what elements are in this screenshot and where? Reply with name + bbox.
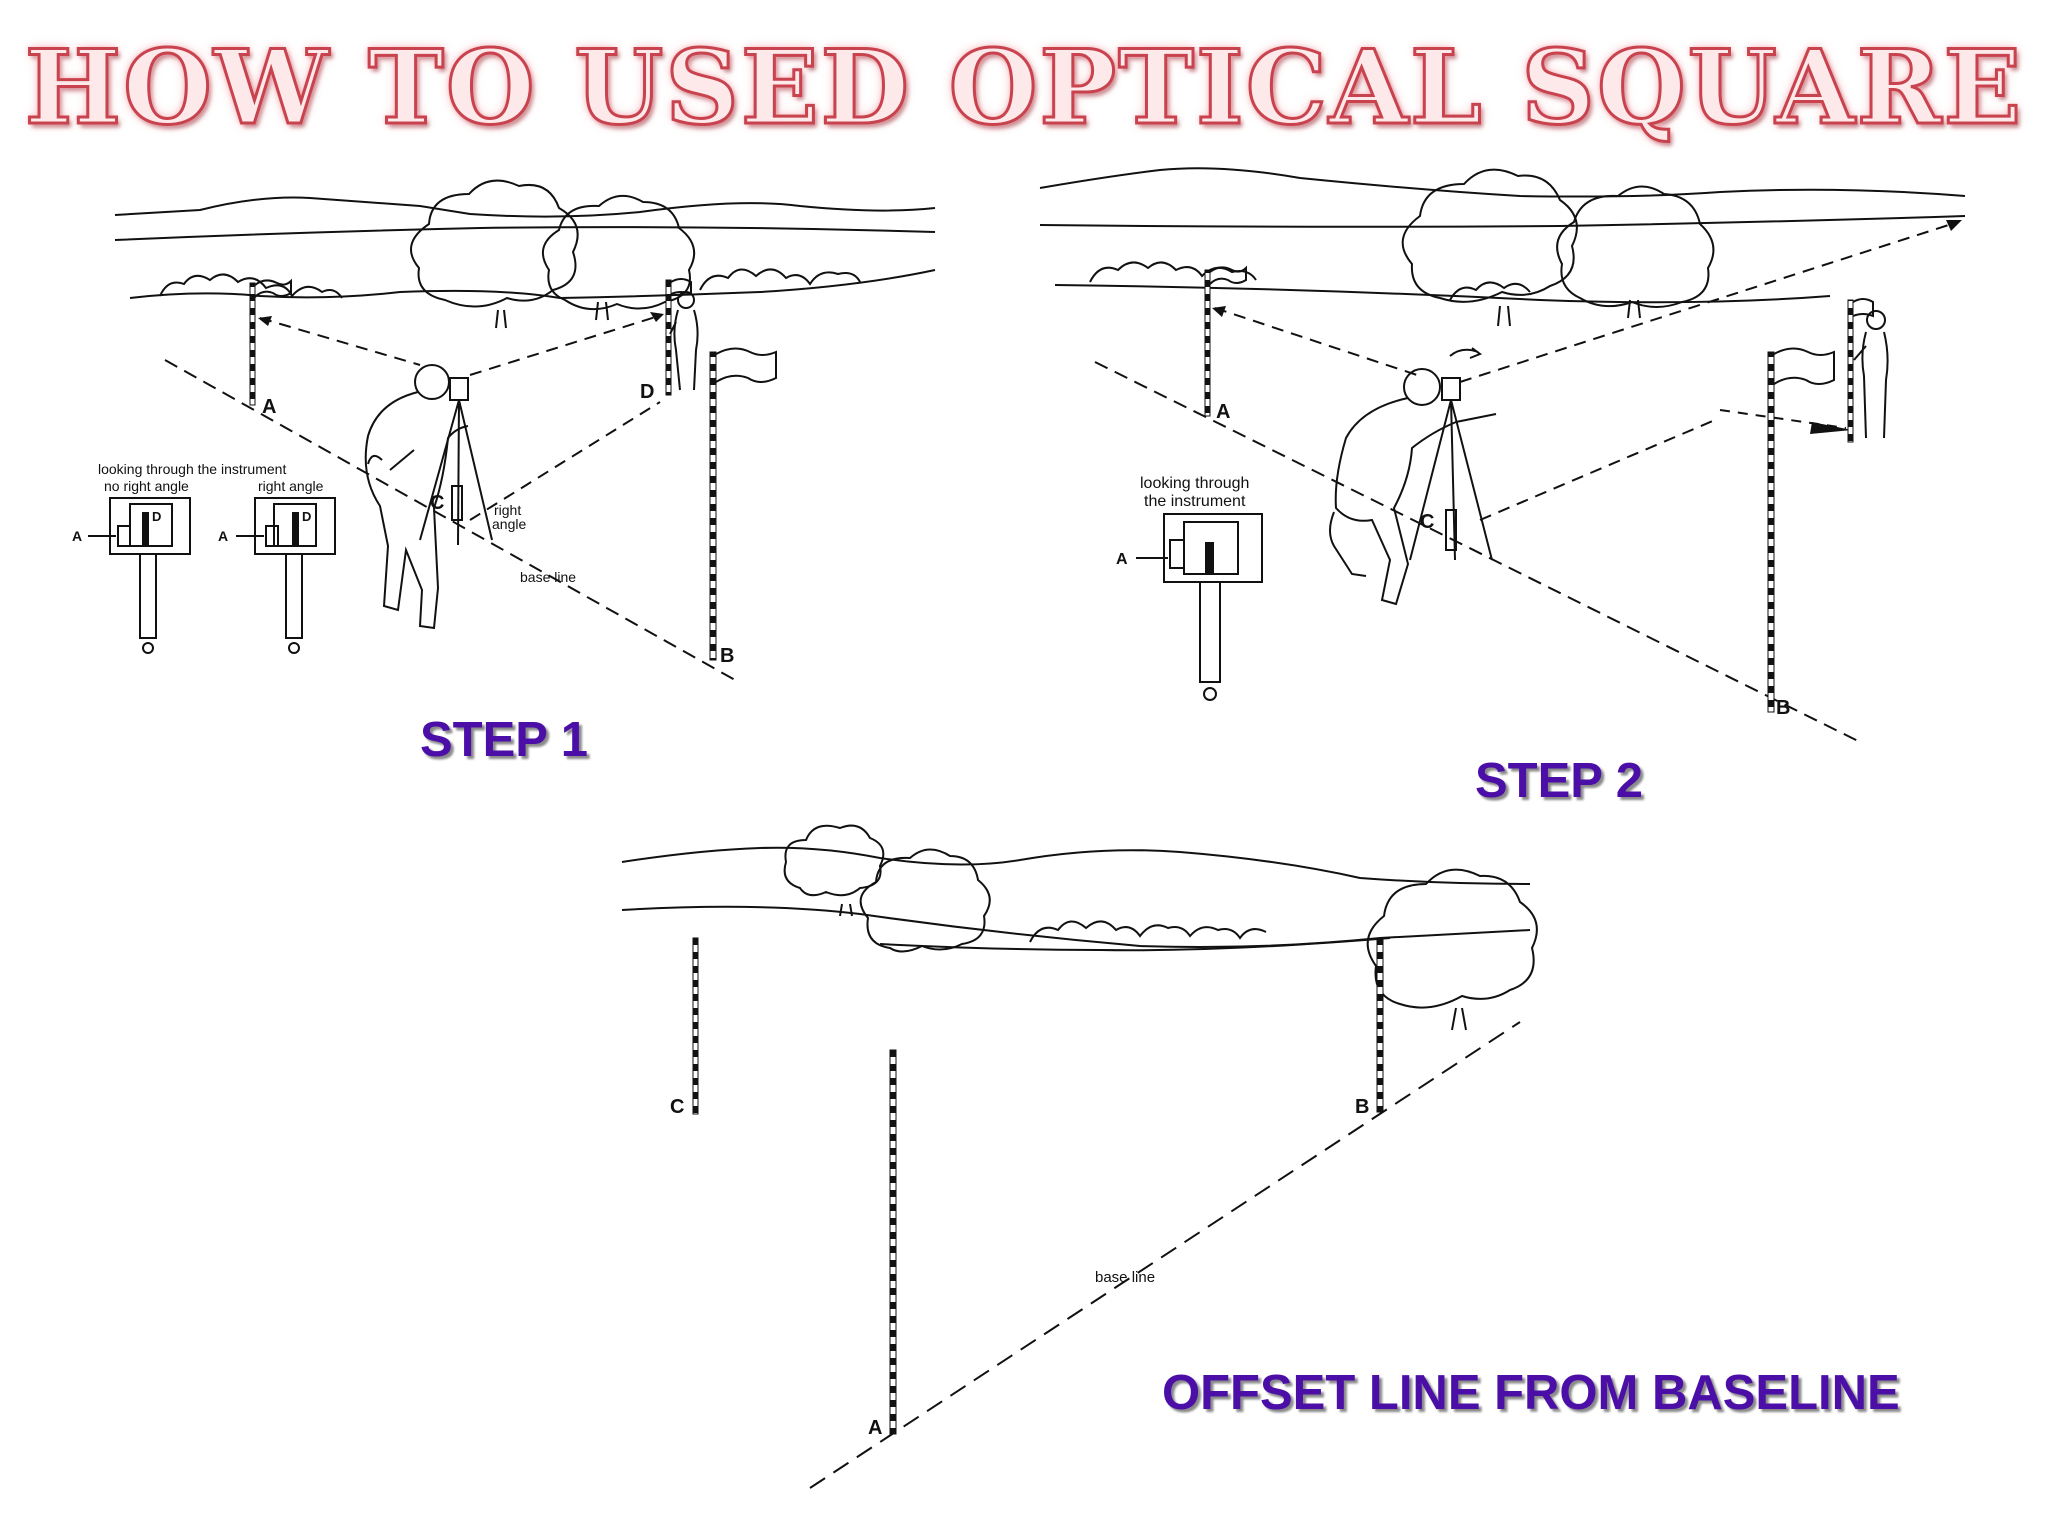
right-angle-line	[469, 401, 661, 521]
tree-trunks	[1497, 299, 1641, 327]
sight-line-forward	[1459, 221, 1959, 383]
tree	[1556, 185, 1715, 308]
flag-icon	[670, 278, 692, 296]
tree-trunks	[495, 301, 609, 329]
page-title: HOW TO USED OPTICAL SQUARE	[23, 27, 2024, 150]
base-line	[809, 1021, 1521, 1489]
ranging-pole-a	[1204, 269, 1211, 417]
inset-heading: looking through	[1140, 475, 1249, 492]
base-line-label: base line	[520, 569, 576, 585]
base-line-label: base line	[1095, 1269, 1155, 1286]
tree	[541, 195, 696, 311]
optical-square-on-tripod	[1409, 377, 1493, 561]
point-label-c: C	[670, 1096, 684, 1118]
inset-view: looking through the instrument A	[1116, 475, 1263, 701]
point-label-a: A	[1216, 401, 1230, 423]
inset-label-a: A	[72, 528, 82, 544]
point-label-c: C	[430, 492, 444, 514]
bush-row	[1029, 920, 1267, 943]
tree	[410, 179, 579, 308]
point-label-a: A	[262, 396, 276, 418]
arrowhead	[1946, 220, 1962, 231]
horizon-line	[1039, 215, 1966, 228]
surveyor-figure	[1329, 368, 1497, 606]
inset-label-a: A	[1116, 551, 1128, 568]
svg-text:D: D	[302, 509, 311, 524]
sight-line-a	[1214, 307, 1421, 377]
inset-label-no-right-angle: no right angle	[104, 478, 189, 494]
assistant-head	[677, 291, 695, 309]
ranging-pole-c	[692, 937, 699, 1115]
panel-step-2: A C B looking through the instrument A	[1039, 167, 1966, 743]
sight-line-d	[469, 314, 663, 376]
point-label-c: C	[1420, 511, 1434, 533]
arrowhead	[1212, 306, 1226, 317]
flag-icon	[1773, 347, 1835, 385]
assistant-body	[669, 309, 699, 391]
ground-line	[1054, 284, 1831, 304]
tree	[1401, 168, 1578, 303]
ranging-pole-a	[889, 1049, 897, 1435]
ranging-pole-b	[1376, 939, 1384, 1113]
ranging-pole-a	[249, 282, 256, 406]
point-label-b: B	[720, 645, 734, 667]
hill-outline	[1039, 167, 1966, 198]
panel-step-1: A D C B right angle base line looking th…	[72, 179, 936, 681]
ranging-pole-b	[1767, 351, 1775, 713]
bush-row	[1449, 281, 1531, 301]
arrowhead	[650, 312, 664, 322]
inset-label-a: A	[218, 528, 228, 544]
panel-offset-line: C B A base line	[621, 824, 1538, 1489]
inset-view-right-angle: D A	[218, 497, 336, 654]
point-label-b: B	[1776, 697, 1790, 719]
assistant-head	[1866, 310, 1886, 330]
base-line	[1094, 361, 1861, 743]
tree	[1366, 868, 1538, 1009]
assistant-body	[1853, 331, 1889, 439]
horizon-line	[114, 226, 936, 241]
pointing-arrow	[1810, 422, 1852, 434]
flag-icon	[254, 278, 292, 298]
inset-view-no-right-angle: looking through the instrument no right …	[72, 461, 324, 654]
tree-trunks	[839, 903, 1467, 1031]
hill-outline	[114, 196, 936, 218]
offset-caption: OFFSET LINE FROM BASELINE	[1162, 1366, 1900, 1420]
right-angle-label: angle	[492, 516, 526, 532]
arrowhead	[258, 316, 272, 326]
flag-icon	[1852, 298, 1874, 318]
point-label-b: B	[1355, 1096, 1369, 1118]
hill-outline	[621, 846, 1531, 885]
inset-heading: looking through the instrument	[98, 461, 286, 477]
point-label-d: D	[640, 381, 654, 403]
ranging-pole-offset	[1847, 299, 1854, 443]
ranging-pole-b	[709, 351, 717, 661]
horizon-line	[621, 905, 1531, 948]
ranging-pole-d	[665, 279, 672, 396]
ground-line	[879, 937, 1391, 952]
svg-text:D: D	[152, 509, 161, 524]
step-2-label: STEP 2	[1475, 754, 1643, 808]
tree	[859, 848, 991, 953]
optical-square-on-tripod	[419, 377, 493, 546]
bush-row	[159, 273, 343, 299]
inset-label-right-angle: right angle	[258, 478, 324, 494]
right-angle-line	[1479, 419, 1716, 521]
tree	[783, 824, 885, 897]
offset-sight-line	[1719, 409, 1847, 429]
sight-line-a	[259, 317, 421, 366]
bush-row	[699, 268, 861, 291]
point-label-a: A	[868, 1417, 882, 1439]
inset-heading: the instrument	[1144, 493, 1246, 510]
flag-icon	[1209, 265, 1247, 285]
rotate-arrow-icon	[1449, 347, 1483, 359]
step-1-label: STEP 1	[420, 713, 588, 767]
bush-row	[1089, 261, 1257, 283]
flag-icon	[715, 347, 777, 383]
right-angle-label: right	[494, 502, 521, 518]
